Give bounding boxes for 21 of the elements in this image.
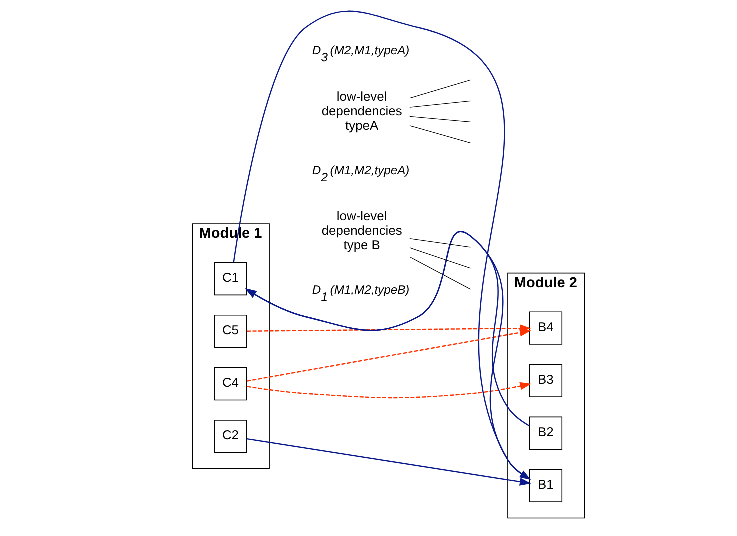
connector <box>410 238 472 248</box>
node-box: B1 <box>529 469 563 502</box>
arrow <box>247 324 532 333</box>
node-box: C4 <box>214 368 248 401</box>
node-text: low-level dependencies typeA <box>322 89 402 134</box>
connector <box>410 100 472 108</box>
arrow <box>247 382 532 399</box>
node-text: low-level dependencies type B <box>322 208 402 253</box>
connector <box>410 248 472 269</box>
connector <box>410 256 472 290</box>
connector <box>410 116 472 122</box>
arrow <box>245 232 530 427</box>
node-box: C1 <box>214 262 248 296</box>
node-box: B2 <box>529 416 563 450</box>
node-box: C5 <box>214 314 248 348</box>
connector <box>410 126 472 144</box>
connector <box>410 80 472 99</box>
arrow <box>245 231 530 480</box>
node-box: B3 <box>529 364 563 398</box>
node-box: B4 <box>529 312 563 345</box>
node-box: C2 <box>214 420 248 454</box>
